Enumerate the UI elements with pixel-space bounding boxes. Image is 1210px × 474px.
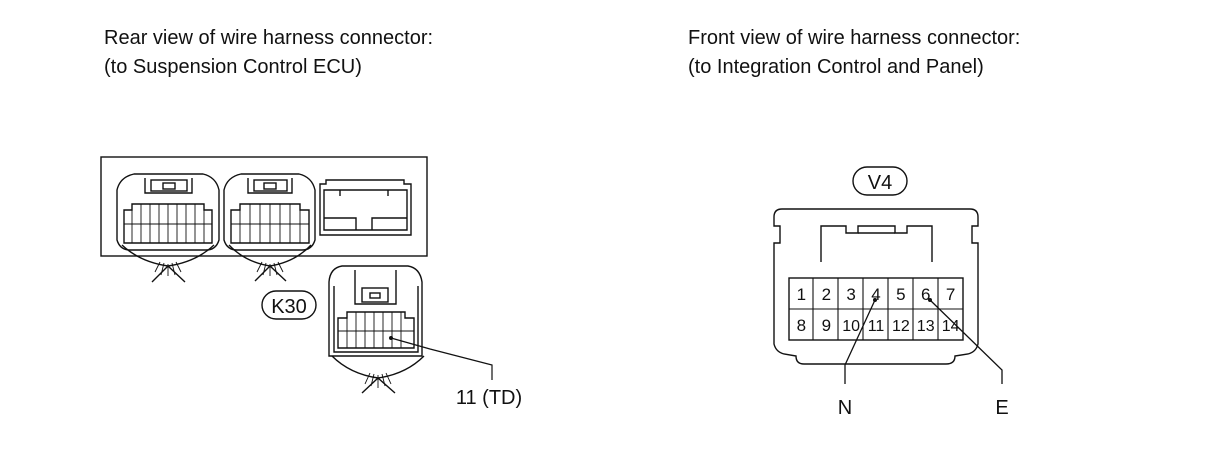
pin-label-7: 7 [946, 285, 955, 304]
left-caption-line1: Rear view of wire harness connector: [104, 27, 434, 49]
pin-label-6: 6 [921, 285, 930, 304]
k30-label: K30 [261, 290, 317, 320]
pin-label-4: 4 [871, 285, 880, 304]
v4-label: V4 [852, 166, 908, 196]
ecu-empty-socket [319, 179, 412, 236]
pin-label-13: 13 [917, 318, 935, 335]
k30-label-text: K30 [271, 296, 307, 318]
right-caption-line1: Front view of wire harness connector: [688, 27, 1021, 49]
pin-label-14: 14 [942, 318, 960, 335]
k30-connector [328, 265, 493, 394]
v4-pin-grid [789, 278, 963, 340]
right-caption-line2: (to Integration Control and Panel) [688, 56, 984, 78]
left-caption: Rear view of wire harness connector: (to… [104, 24, 433, 82]
ecu-connector-1 [116, 173, 220, 283]
pin-label-2: 2 [822, 285, 831, 304]
pin-label-12: 12 [892, 318, 910, 335]
right-caption: Front view of wire harness connector: (t… [688, 24, 1020, 82]
ecu-connector-2 [223, 173, 316, 282]
callout-n-label: N [838, 397, 852, 419]
pin-label-10: 10 [842, 318, 860, 335]
pin-label-5: 5 [896, 285, 905, 304]
pin-label-1: 1 [797, 285, 806, 304]
v4-label-text: V4 [868, 172, 892, 194]
pin-label-9: 9 [822, 316, 831, 335]
v4-callouts [844, 298, 1003, 384]
left-caption-line2: (to Suspension Control ECU) [104, 56, 362, 78]
terminal-11-label: 11 (TD) [456, 387, 522, 409]
pin-label-8: 8 [797, 316, 806, 335]
ecu-housing [100, 156, 428, 283]
pin-label-3: 3 [846, 285, 855, 304]
callout-e-label: E [995, 397, 1008, 419]
pin-label-11: 11 [868, 318, 885, 335]
